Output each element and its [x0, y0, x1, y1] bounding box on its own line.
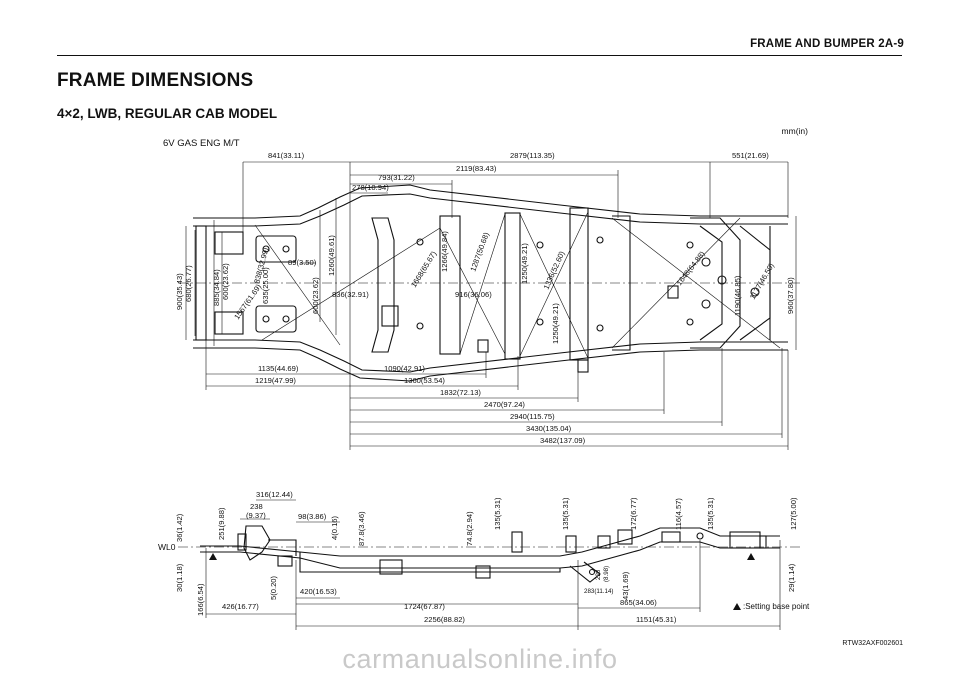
watermark: carmanualsonline.info — [342, 644, 618, 674]
dim-43: 43(1.69) — [621, 571, 630, 600]
dim-278: 278(10.94) — [352, 183, 389, 192]
dim-228: 228 — [595, 569, 602, 580]
unit-label: mm(in) — [781, 126, 808, 136]
dim-29: 29(1.14) — [787, 563, 796, 592]
dim-251: 251(9.88) — [217, 507, 226, 540]
legend-text: :Setting base point — [743, 602, 810, 611]
dim-2470: 2470(97.24) — [484, 400, 525, 409]
dim-1287: 1287(50.68) — [468, 231, 491, 273]
dim-2940: 2940(115.75) — [510, 412, 555, 421]
dim-316: 316(12.44) — [256, 490, 293, 499]
triangle-icon — [733, 603, 741, 610]
dim-1724: 1724(67.87) — [404, 602, 445, 611]
wl0-label: WL0 — [158, 542, 176, 552]
dim-4: 4(0.16) — [330, 515, 339, 540]
dim-1177: 1177(46.50) — [748, 261, 776, 301]
dim-420: 420(16.53) — [300, 587, 337, 596]
dim-135c: 135(5.31) — [706, 497, 715, 530]
drawing-code: RTW32AXF002601 — [842, 640, 903, 647]
dim-600a: 600(23.62) — [221, 263, 230, 300]
frame-top-view — [193, 184, 788, 382]
dim-89: 89(3.50) — [288, 258, 317, 267]
dim-1250a: 1250(49.21) — [520, 243, 529, 284]
dim-1190: 1190(46.85) — [733, 275, 742, 316]
dim-228-in: (8.98) — [603, 566, 610, 582]
dim-836: 836(32.91) — [332, 290, 369, 299]
dim-1219: 1219(47.99) — [255, 376, 296, 385]
dim-426: 426(16.77) — [222, 602, 259, 611]
dim-283: 283(11.14) — [584, 588, 613, 595]
dim-1832: 1832(72.13) — [440, 388, 481, 397]
diagonal-measure-lines — [254, 211, 781, 359]
page-title: FRAME DIMENSIONS — [57, 70, 254, 91]
dim-900: 900(35.43) — [175, 273, 184, 310]
dim-98: 98(3.86) — [298, 512, 327, 521]
dim-30: 30(1.18) — [175, 563, 184, 592]
top-view-dimension-lines — [185, 161, 797, 450]
dim-551: 551(21.69) — [732, 151, 769, 160]
dim-5: 5(0.20) — [269, 575, 278, 600]
dim-1260: 1260(49.61) — [327, 235, 336, 276]
model-subtitle: 4×2, LWB, REGULAR CAB MODEL — [57, 106, 278, 121]
dim-1266: 1266(49.84) — [440, 231, 449, 272]
dim-1336: 1336(52.60) — [542, 249, 567, 291]
dim-127: 127(5.00) — [789, 497, 798, 530]
dim-1360: 1360(53.54) — [404, 376, 445, 385]
dim-135b: 135(5.31) — [561, 497, 570, 530]
side-view-dimension-lines — [205, 499, 781, 630]
dim-916: 916(36.06) — [455, 290, 492, 299]
dim-1567: 1567(61.69) — [232, 282, 263, 321]
base-point-triangle-rear — [747, 553, 755, 560]
engine-label: 6V GAS ENG M/T — [163, 138, 240, 149]
dim-885: 885(34.84) — [212, 269, 221, 306]
top-view-dimension-texts: 841(33.11) 2879(113.35) 551(21.69) 2119(… — [175, 151, 795, 445]
dim-841: 841(33.11) — [268, 151, 305, 160]
dim-135a: 135(5.31) — [493, 497, 502, 530]
dim-1151: 1151(45.31) — [636, 615, 677, 624]
dim-960: 960(37.80) — [786, 277, 795, 314]
dim-36: 36(1.42) — [175, 513, 184, 542]
dim-2879: 2879(113.35) — [510, 151, 555, 160]
dim-635: 635(25.00) — [261, 267, 270, 304]
dim-74-8: 74.8(2.94) — [465, 511, 474, 546]
dim-3482: 3482(137.09) — [540, 436, 586, 445]
dim-2119: 2119(83.43) — [456, 164, 497, 173]
dim-238: 238 — [250, 502, 263, 511]
dim-865: 865(34.06) — [620, 598, 657, 607]
frame-side-view — [200, 525, 780, 583]
dim-87-8: 87.8(3.46) — [357, 511, 366, 546]
legend: :Setting base point — [733, 602, 809, 611]
dim-3430: 3430(135.04) — [526, 424, 572, 433]
side-view-dimension-texts: 316(12.44) 238 (9.37) 98(3.86) 4(0.16) 8… — [175, 490, 798, 624]
dim-172: 172(6.77) — [629, 497, 638, 530]
page-header-title: FRAME AND BUMPER 2A-9 — [750, 38, 904, 50]
dim-1090: 1090(42.91) — [384, 364, 425, 373]
dim-2256: 2256(88.82) — [424, 615, 465, 624]
dim-238-in: (9.37) — [246, 511, 266, 520]
dim-1135: 1135(44.69) — [258, 364, 299, 373]
dim-1648: 1648(64.88) — [674, 249, 707, 287]
base-point-triangle-front — [209, 553, 217, 560]
dim-793: 793(31.22) — [378, 173, 415, 182]
header-rule — [57, 55, 902, 56]
dim-166: 166(6.54) — [196, 583, 205, 616]
dim-116: 116(4.57) — [674, 498, 683, 530]
dim-680: 680(26.77) — [184, 265, 193, 302]
dim-600b: 600(23.62) — [311, 277, 320, 314]
dim-1250b: 1250(49.21) — [551, 303, 560, 344]
